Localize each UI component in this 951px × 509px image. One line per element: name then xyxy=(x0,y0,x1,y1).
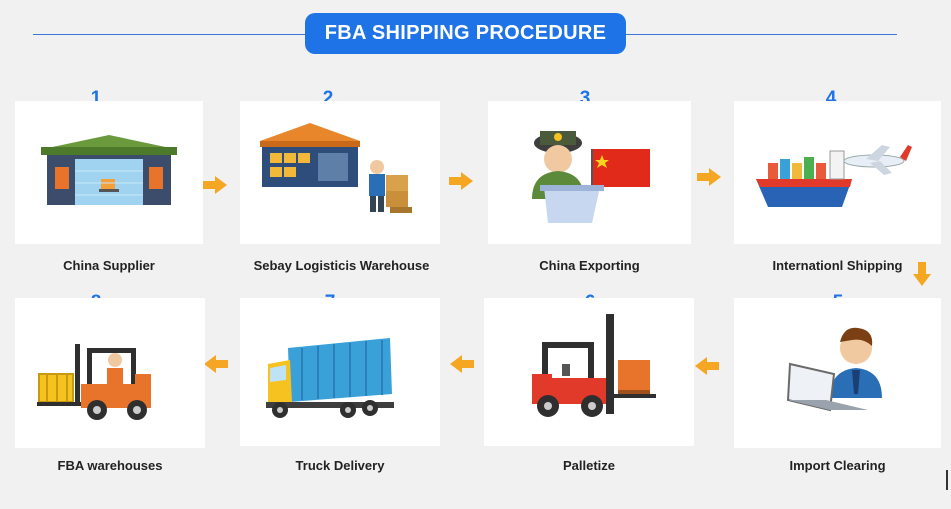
arrow-right-icon xyxy=(449,172,473,190)
step-3-number: 3 xyxy=(579,88,591,109)
arrow-left-icon xyxy=(204,355,228,373)
forklift-icon xyxy=(532,314,656,417)
step-3-card xyxy=(488,101,691,244)
step-4-card xyxy=(734,101,941,244)
step-4-number: 4 xyxy=(825,88,837,109)
title-rule-left xyxy=(33,34,305,35)
step-7-card xyxy=(240,298,440,446)
step-2-card xyxy=(240,101,440,244)
step-8-label: FBA warehouses xyxy=(57,458,163,473)
truck-icon xyxy=(266,338,394,418)
laptop-user-icon xyxy=(786,327,882,412)
step-3-label: China Exporting xyxy=(539,258,640,273)
step-1-label: China Supplier xyxy=(63,258,155,273)
edge-mark xyxy=(946,470,948,490)
customs-officer-icon xyxy=(532,131,650,223)
step-2-label: Sebay Logisticis Warehouse xyxy=(253,258,430,273)
logistics-warehouse-icon xyxy=(260,123,412,213)
title-rule-right xyxy=(626,34,897,35)
arrow-right-icon xyxy=(697,168,721,186)
arrow-left-icon xyxy=(695,357,719,375)
step-7-label: Truck Delivery xyxy=(295,458,385,473)
step-1-number: 1 xyxy=(90,88,102,109)
ship-plane-icon xyxy=(756,145,912,207)
step-5-label: Import Clearing xyxy=(789,458,886,473)
step-8-card xyxy=(15,298,205,448)
warehouse-icon xyxy=(41,135,177,205)
step-6-label: Palletize xyxy=(562,458,616,473)
step-5-card xyxy=(734,298,941,448)
step-1-card xyxy=(15,101,203,244)
step-4-label: Internationl Shipping xyxy=(772,258,903,273)
forklift-driver-icon xyxy=(37,344,151,420)
arrow-left-icon xyxy=(450,355,474,373)
step-2-number: 2 xyxy=(322,88,334,109)
step-6-card xyxy=(484,298,694,446)
arrow-down-icon xyxy=(913,262,931,286)
diagram-title: FBA SHIPPING PROCEDURE xyxy=(305,13,626,54)
arrow-right-icon xyxy=(203,176,227,194)
